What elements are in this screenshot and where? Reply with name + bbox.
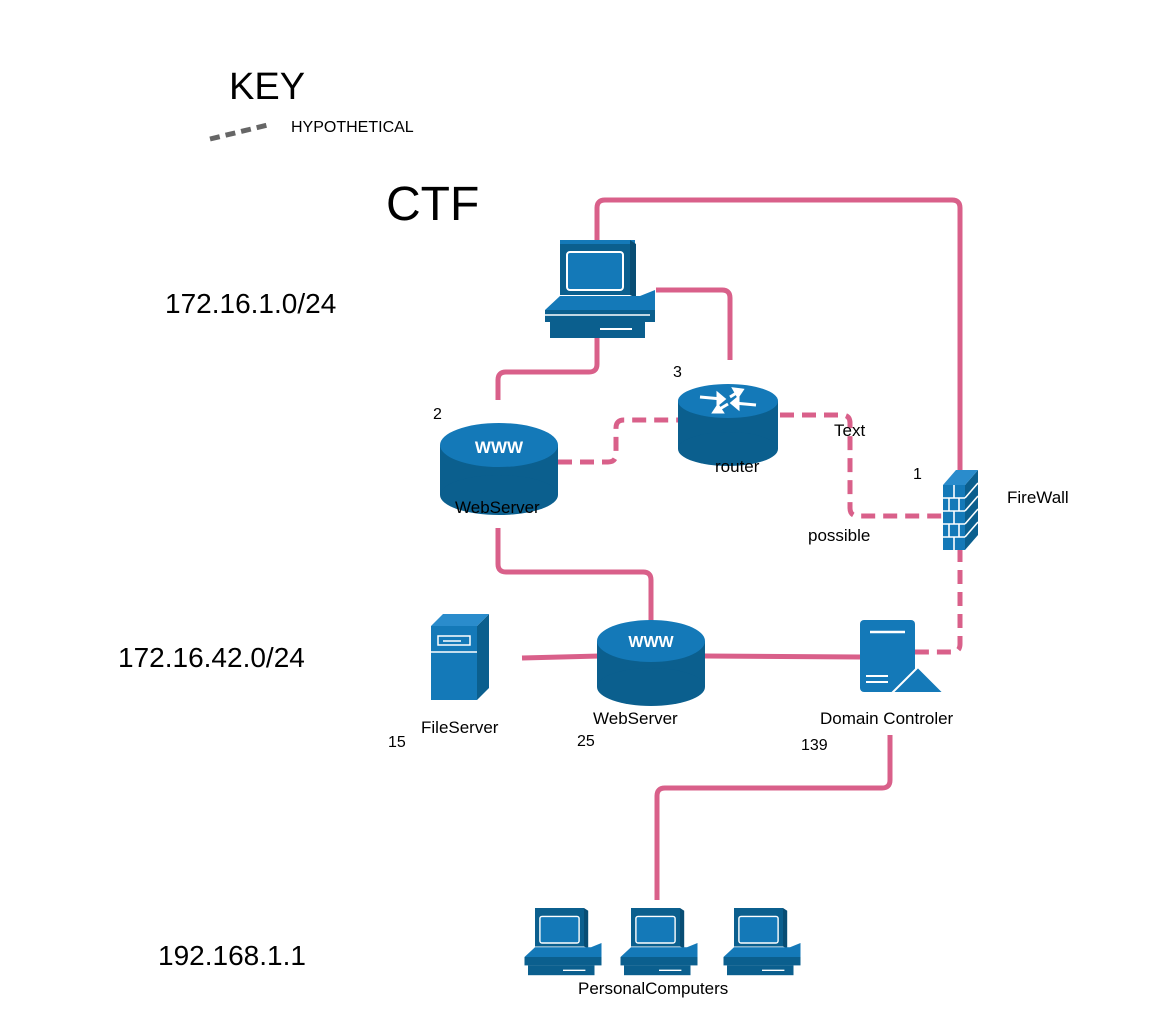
firewall-icon: [943, 470, 979, 550]
link-webserver-webserver: [495, 528, 654, 622]
firewall-number: 1: [913, 466, 922, 483]
link-firewall-dc-dashed: [915, 548, 963, 655]
link-dc-pcs: [654, 735, 893, 900]
subnet-label-middle: 172.16.42.0/24: [118, 642, 305, 673]
pc-icon: [524, 908, 602, 976]
dashed-links: [558, 412, 963, 655]
webserver-top-icon: [440, 423, 558, 515]
webserver-mid-icon: [597, 620, 705, 706]
solid-links: [495, 197, 963, 900]
link-router-firewall-dashed: [780, 412, 942, 519]
webserver-top-number: 2: [433, 406, 442, 423]
key-hypothetical-label: HYPOTHETICAL: [291, 119, 414, 136]
fileserver-number: 15: [388, 734, 406, 751]
domain-controller-label: Domain Controler: [820, 709, 954, 728]
annotation-possible: possible: [808, 526, 871, 545]
domain-controller-icon: [860, 620, 947, 694]
link-workstation-firewall: [594, 197, 963, 470]
annotation-text: Text: [834, 421, 866, 440]
key-title: KEY: [229, 66, 306, 108]
fileserver-label: FileServer: [421, 718, 499, 737]
workstation-icon: [542, 240, 655, 338]
webserver-mid-label: WebServer: [593, 709, 678, 728]
pc-icon: [723, 908, 801, 976]
webserver-top-label: WebServer: [455, 498, 540, 517]
router-number: 3: [673, 364, 682, 381]
webserver-top-badge: WWW: [475, 438, 524, 457]
link-webserver-dc: [704, 653, 861, 660]
link-webserver-router-dashed: [558, 417, 678, 465]
pc-icon: [620, 908, 698, 976]
router-label: router: [715, 457, 760, 476]
webserver-mid-number: 25: [577, 733, 595, 750]
subnet-label-top: 172.16.1.0/24: [165, 288, 337, 319]
router-icon: [678, 384, 778, 466]
link-workstation-webserver: [495, 338, 600, 400]
domain-controller-number: 139: [801, 737, 828, 754]
fileserver-icon: [431, 614, 489, 700]
personal-computers-label: PersonalComputers: [578, 979, 729, 998]
link-workstation-router: [656, 287, 733, 360]
firewall-label: FireWall: [1007, 488, 1069, 507]
link-fileserver-webserver: [521, 653, 601, 661]
subnet-label-bottom: 192.168.1.1: [158, 940, 306, 971]
key-hypothetical-line: [209, 121, 273, 142]
webserver-mid-badge: WWW: [628, 634, 674, 651]
diagram-title: CTF: [386, 178, 480, 231]
